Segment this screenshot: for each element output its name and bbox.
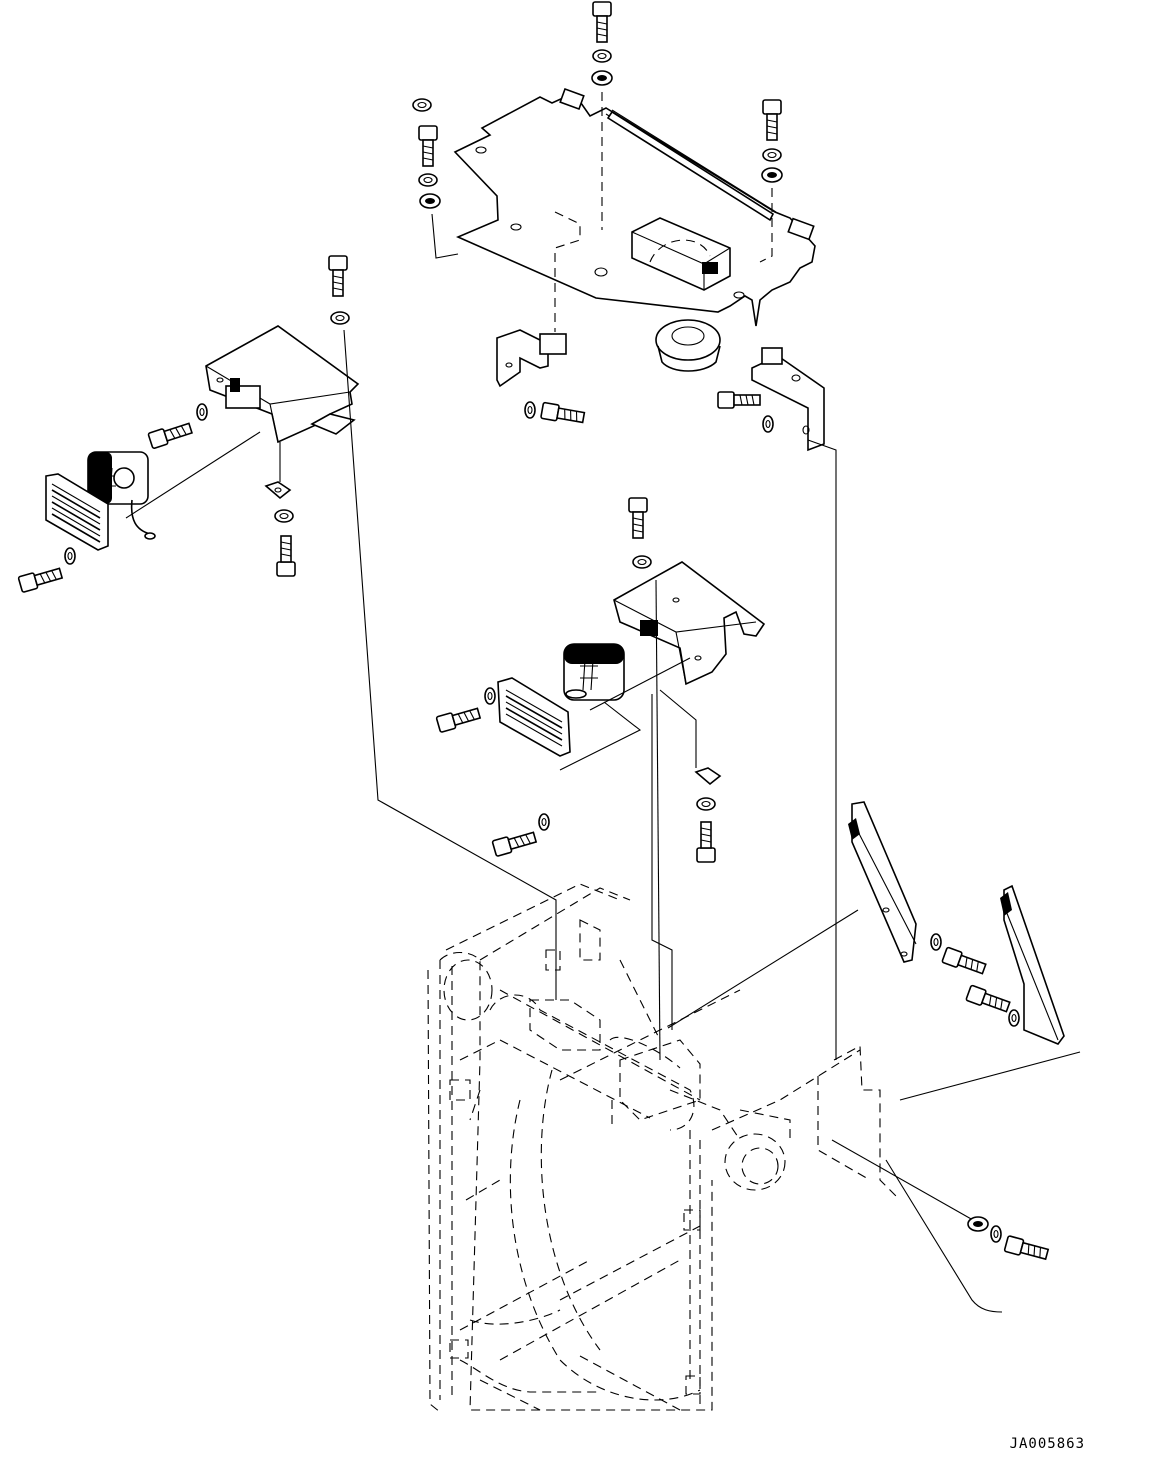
nut (967, 1216, 989, 1232)
bolt (491, 828, 538, 858)
thick-washer (419, 193, 441, 209)
clip (264, 481, 292, 500)
bolt (435, 704, 482, 734)
bolt (328, 255, 348, 297)
bolt (965, 984, 1012, 1016)
side-bracket-right-b (1000, 884, 1065, 1045)
washer (196, 403, 208, 421)
washer (762, 415, 774, 433)
bolt (762, 99, 782, 141)
washer (418, 173, 438, 187)
clip (694, 767, 722, 786)
washer (930, 933, 942, 951)
thick-washer (591, 70, 613, 86)
washer (632, 555, 652, 569)
washer (538, 813, 550, 831)
washer (762, 148, 782, 162)
relay-box (631, 217, 731, 291)
bolt (276, 535, 296, 577)
washer (592, 49, 612, 63)
washer (330, 311, 350, 325)
drawing-code: JA005863 (1009, 1436, 1085, 1452)
washer (1008, 1009, 1020, 1027)
bolt (1003, 1234, 1050, 1263)
grommet (655, 319, 721, 372)
bolt (717, 391, 761, 409)
bolt (592, 1, 612, 43)
bolt (696, 821, 716, 863)
lamp-housing-left (205, 325, 360, 444)
bolt (539, 401, 586, 427)
cover-bracket-left (496, 329, 567, 388)
machine-frame (427, 883, 901, 1413)
thick-washer (761, 167, 783, 183)
washer (274, 509, 294, 523)
washer (64, 547, 76, 565)
side-bracket-right-a (848, 801, 917, 963)
lamp-guard-left (45, 473, 109, 551)
bolt (147, 419, 194, 450)
bolt (941, 946, 988, 978)
lamp-housing-center (613, 561, 766, 686)
bolt (17, 564, 64, 594)
bolt (418, 125, 438, 167)
washer (696, 797, 716, 811)
top-cover-plate (453, 87, 816, 327)
washer (484, 687, 496, 705)
work-lamp-center (563, 643, 625, 701)
lamp-guard-center (497, 677, 571, 757)
plug (412, 98, 432, 112)
washer (524, 401, 536, 419)
bolt (628, 497, 648, 539)
washer (990, 1225, 1002, 1243)
work-lamp-left (87, 451, 156, 540)
cover-bracket-right (751, 347, 825, 452)
